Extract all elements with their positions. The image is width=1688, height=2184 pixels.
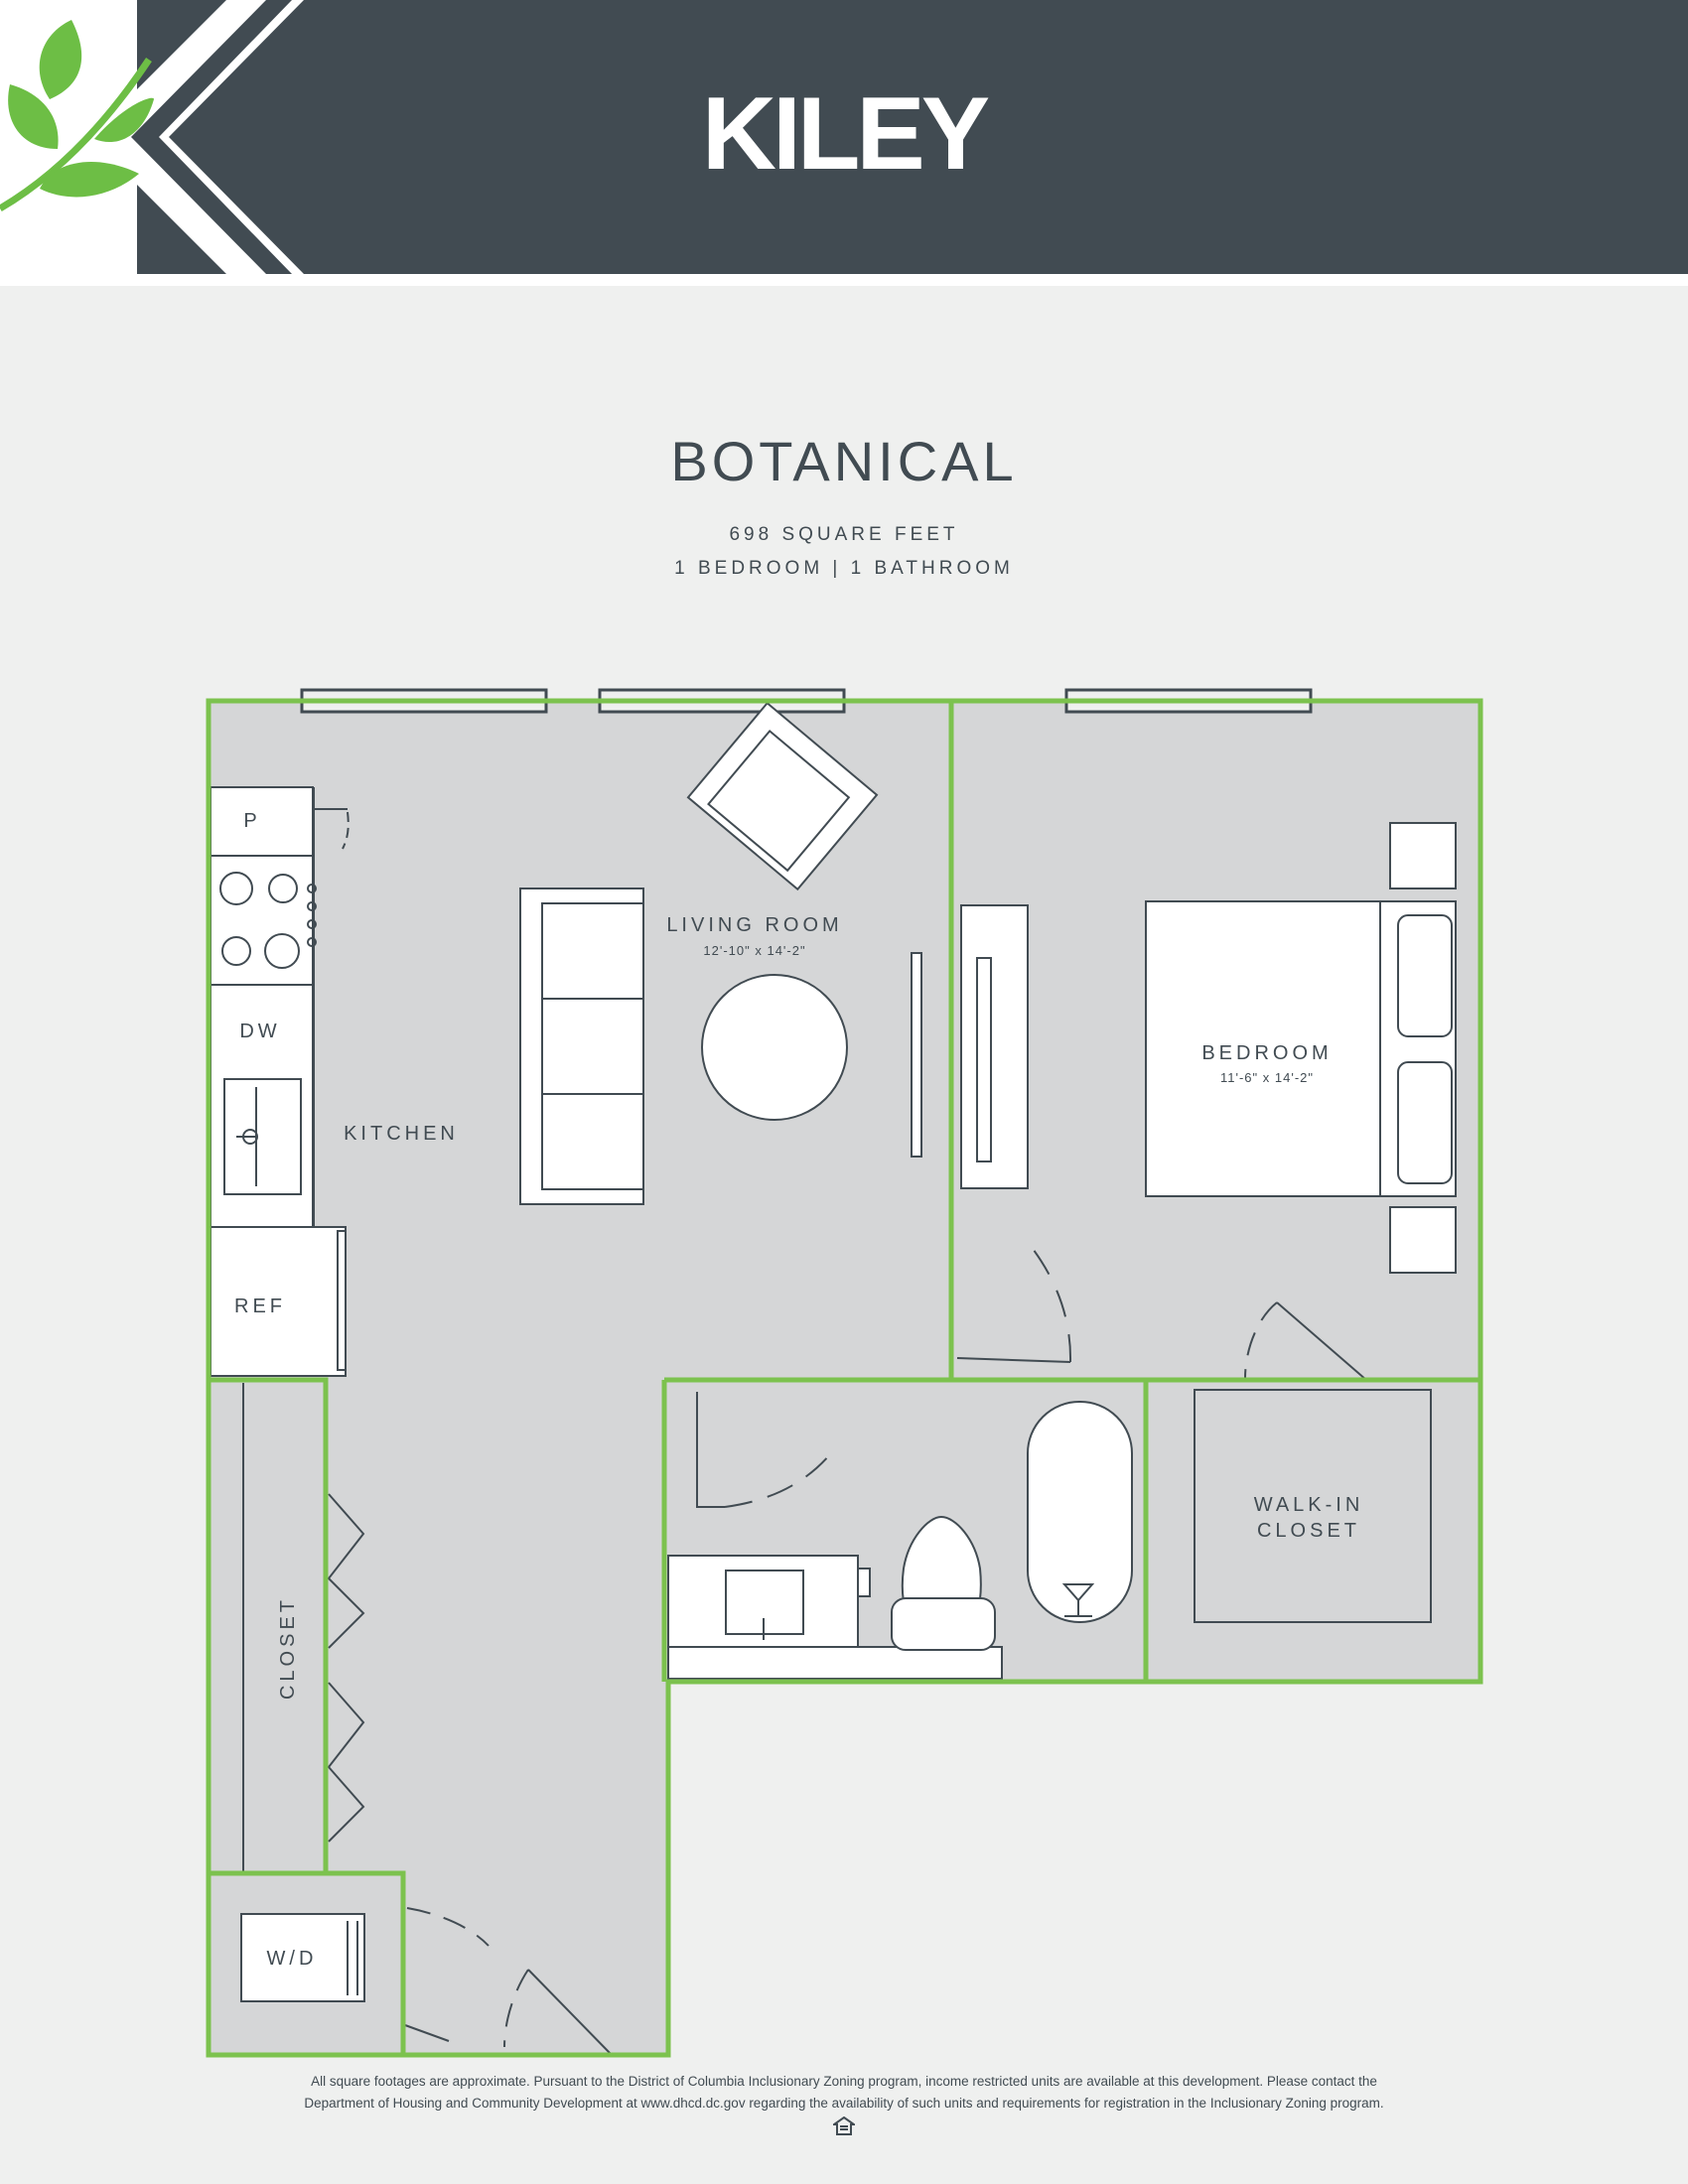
bed [1145, 822, 1457, 1274]
pantry-label: P [243, 810, 260, 832]
refrigerator-door [337, 1230, 347, 1371]
dresser-body [960, 904, 1029, 1189]
disclaimer-line: All square footages are approximate. Pur… [311, 2074, 1377, 2089]
header-divider [0, 274, 1688, 286]
toilet-tank [891, 1597, 996, 1651]
entry-door-swing [406, 1907, 490, 1947]
knob [307, 901, 317, 911]
walk-in-closet-label-line2: CLOSET [1257, 1520, 1360, 1542]
walls [206, 698, 1483, 2058]
dishwasher-label: DW [239, 1021, 280, 1042]
closet-label: CLOSET [277, 1596, 299, 1700]
sofa-cushion [541, 902, 644, 1000]
bathroom-details [696, 1392, 1095, 1640]
bifold-door [327, 1493, 365, 1649]
cooktop [210, 855, 314, 986]
drain [242, 1129, 258, 1145]
k-leaf-logo-icon [0, 0, 304, 274]
bathroom-fixtures [667, 1401, 1133, 1680]
disclaimer-line: Department of Housing and Community Deve… [304, 2096, 1384, 2111]
walk-in-closet-label-line1: WALK-IN [1254, 1494, 1364, 1516]
cooktop-burners [219, 787, 350, 1227]
living-room-label: LIVING ROOM [666, 914, 842, 936]
counter-edge [313, 787, 348, 1227]
burner [264, 933, 300, 969]
door-swings [404, 1240, 1367, 2056]
bifold-door [327, 1682, 365, 1843]
vanity-edge [857, 1568, 871, 1597]
round-table [701, 974, 848, 1121]
equal-housing-opportunity-icon [833, 2116, 855, 2135]
washer-dryer [240, 1913, 365, 2002]
tub-faucet [1061, 1583, 1095, 1617]
burner [221, 936, 251, 966]
header-band [0, 0, 1688, 274]
bedroom-door-leaf [956, 1357, 1071, 1363]
knob [307, 884, 317, 893]
hall-closet [242, 1383, 365, 1873]
washer-dryer-label: W/D [267, 1948, 318, 1970]
kitchen-label: KITCHEN [344, 1123, 459, 1145]
closet-door-leaf [1276, 1301, 1367, 1381]
bed-bath-summary: 1 BEDROOM | 1 BATHROOM [674, 558, 1014, 579]
bath-wall [661, 1377, 951, 1682]
brand-logotype: KILEY [701, 76, 990, 192]
bath-counter [667, 1646, 1003, 1680]
sofa [519, 887, 644, 1205]
nightstand [1389, 1206, 1457, 1274]
bath-door-swing [724, 1453, 831, 1508]
knob [307, 937, 317, 947]
armchair-seat [707, 729, 851, 873]
tv-console [911, 952, 922, 1158]
bedroom-label: BEDROOM [1201, 1042, 1332, 1064]
dresser-mirror [976, 957, 992, 1162]
knob [307, 919, 317, 929]
walk-in-closet-shelf [1194, 1389, 1432, 1623]
dresser [960, 904, 1029, 1189]
refrigerator [210, 1226, 347, 1377]
sofa-cushion [541, 998, 644, 1095]
pillow [1397, 1061, 1453, 1184]
bedroom-dimensions: 11'-6" x 14'-2" [1220, 1070, 1314, 1085]
closet-door-swing [1244, 1301, 1278, 1379]
pantry-door-swing [342, 811, 350, 850]
bedroom-door-swing [1026, 1240, 1072, 1363]
burner [268, 874, 298, 903]
kitchen-counter [210, 786, 347, 1377]
sofa-cushion [541, 1093, 644, 1190]
entry-door-leaf [527, 1969, 613, 2056]
nightstand [1389, 822, 1457, 889]
bath-door-frame [696, 1392, 725, 1508]
wd-door-leaf [404, 2024, 450, 2042]
bathtub [1027, 1401, 1133, 1623]
square-footage: 698 SQUARE FEET [729, 524, 959, 545]
disclaimer: All square footages are approximate. Pur… [218, 2071, 1470, 2115]
laundry-wall [209, 1870, 406, 2055]
refrigerator-label: REF [234, 1296, 286, 1317]
kitchen-sink [223, 1078, 302, 1195]
exterior-wall [206, 698, 1483, 2058]
armchair [686, 701, 879, 891]
living-room-dimensions: 12'-10" x 14'-2" [703, 943, 805, 958]
entry-door-swing-2 [503, 1969, 529, 2048]
washer-dryer-unit [240, 1913, 365, 2002]
pillow [1397, 914, 1453, 1037]
washer-dryer-panel [347, 1921, 358, 1995]
floorplan-title: BOTANICAL [670, 430, 1018, 492]
burner [219, 872, 253, 905]
